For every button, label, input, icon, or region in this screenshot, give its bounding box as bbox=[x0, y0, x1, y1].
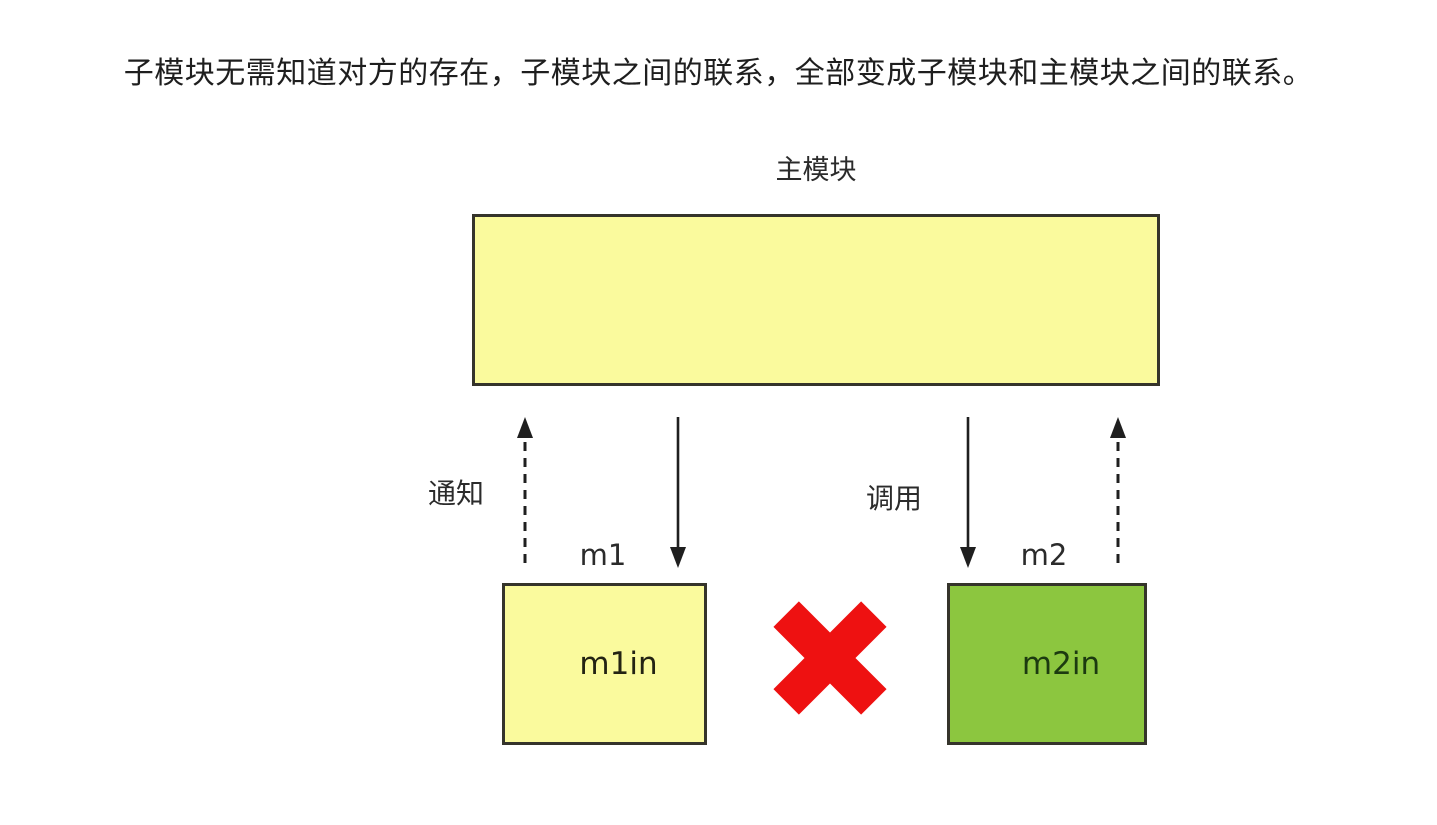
caption-text: 子模块无需知道对方的存在，子模块之间的联系，全部变成子模块和主模块之间的联系。 bbox=[123, 56, 1314, 91]
call-arrow-down-m2 bbox=[960, 417, 976, 568]
main-module-label: 主模块 bbox=[775, 155, 857, 186]
m1-module-box: m1in bbox=[502, 583, 707, 745]
main-module-box bbox=[472, 214, 1160, 386]
notify-arrow-up-m2 bbox=[1110, 417, 1126, 563]
call-label: 调用 bbox=[866, 482, 923, 515]
m1-inner-label: m1in bbox=[579, 646, 658, 682]
m2-inner-label: m2in bbox=[1021, 646, 1101, 682]
m2-module-box: m2in bbox=[947, 583, 1147, 745]
call-arrow-down-m1 bbox=[670, 417, 686, 568]
notify-arrow-up-m1 bbox=[517, 417, 533, 563]
notify-label: 通知 bbox=[428, 477, 485, 510]
red-cross-icon bbox=[773, 601, 887, 715]
m1-label: m1 bbox=[579, 538, 627, 572]
m2-label: m2 bbox=[1020, 538, 1068, 572]
